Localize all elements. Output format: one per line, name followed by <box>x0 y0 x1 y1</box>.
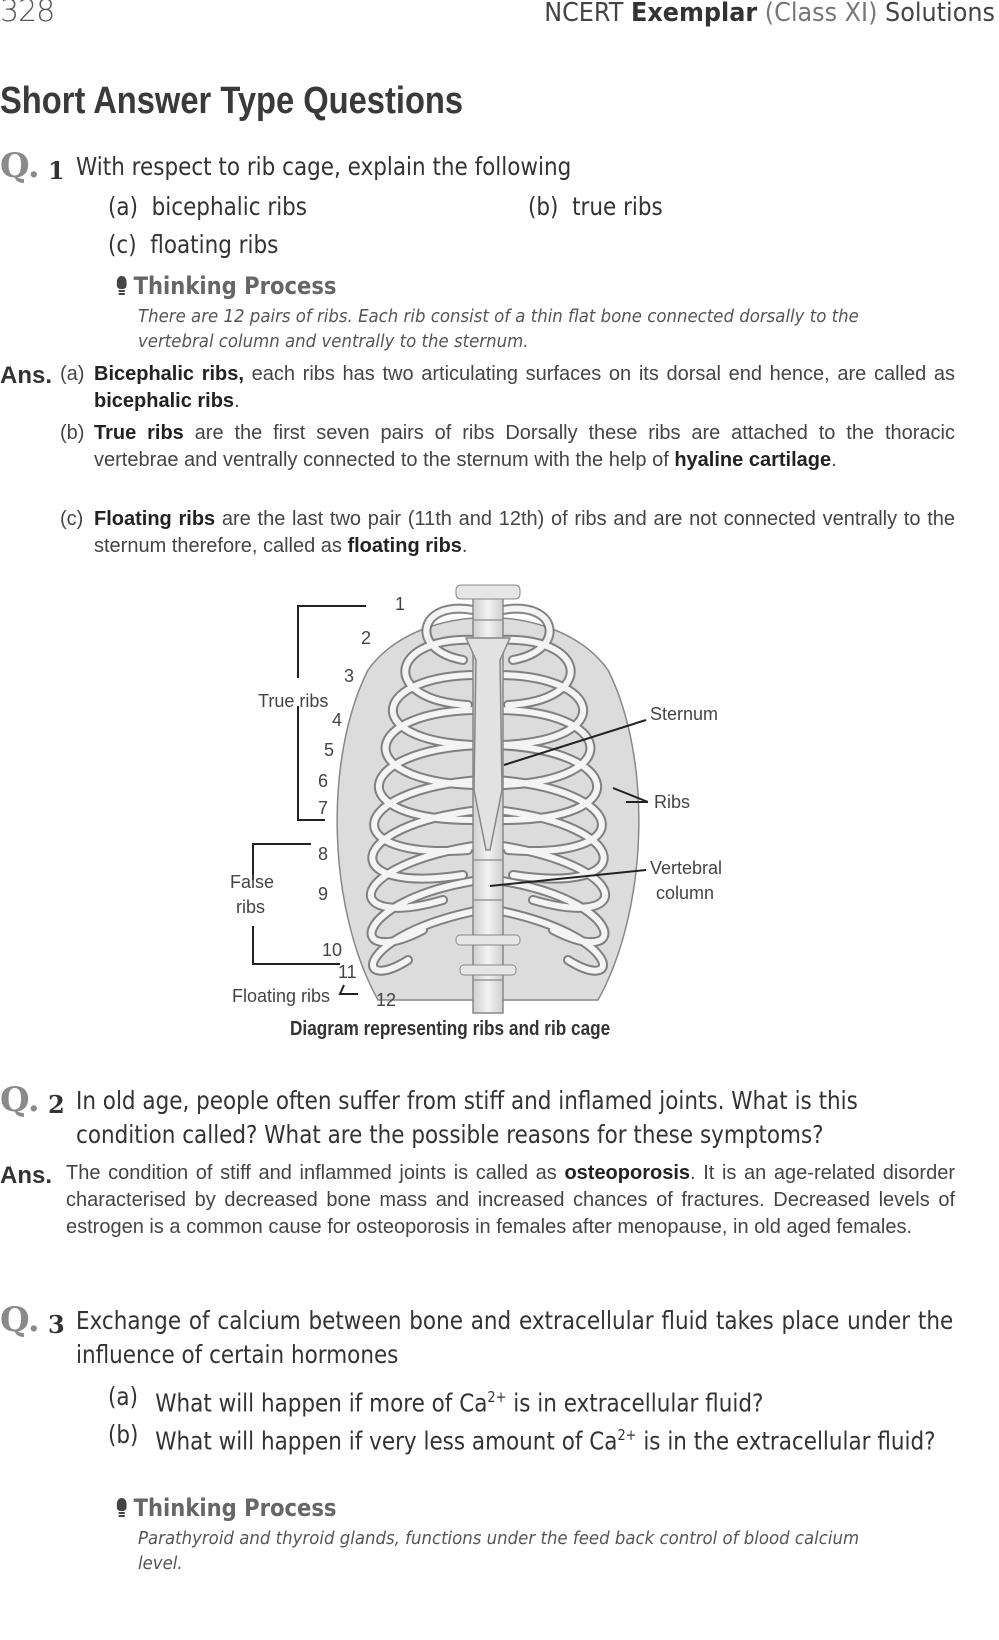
answer-end: . <box>461 535 468 557</box>
rib-number-11: 11 <box>338 962 357 982</box>
question-part-b: (b) true ribs <box>528 192 663 221</box>
question-part-c: (c) floating ribs <box>108 230 278 259</box>
rib-number-9: 9 <box>318 884 329 904</box>
part-label: (b) <box>528 192 559 221</box>
answer-bold-term: hyaline cartilage <box>674 449 832 471</box>
rib-number-4: 4 <box>332 710 343 730</box>
question-text-line1: In old age, people often suffer from sti… <box>76 1086 858 1115</box>
question-part-a: (a) What will happen if more of Ca2+ is … <box>108 1380 956 1420</box>
false-ribs-label-line2: ribs <box>236 897 266 917</box>
part-text: floating ribs <box>150 230 279 259</box>
question-part-a: (a) bicephalic ribs <box>108 192 307 221</box>
question-marker: Q. <box>0 1300 40 1340</box>
part-label: (a) <box>108 1382 138 1411</box>
answer-text: . It is an age-related disorder characte… <box>66 1162 955 1238</box>
question-text: With respect to rib cage, explain the fo… <box>76 152 572 181</box>
part-label: (c) <box>108 230 137 259</box>
answer-text: are the last two pair (11th and 12th) of… <box>94 508 956 557</box>
question-marker: Q. <box>0 1080 40 1120</box>
part-label: (a) <box>108 192 138 221</box>
lightbulb-icon <box>116 1498 127 1518</box>
question-number: 1 <box>48 156 65 185</box>
rib-number-10: 10 <box>322 940 343 960</box>
question-number: 2 <box>48 1090 65 1119</box>
answer-label: Ans. <box>0 1162 53 1189</box>
answer-item-a: (a) Bicephalic ribs, each ribs has two a… <box>60 361 955 415</box>
book-suffix: Solutions <box>885 0 995 28</box>
rib-number-7: 7 <box>318 798 329 818</box>
part-label: (b) <box>108 1420 139 1449</box>
book-title: Exemplar <box>631 0 758 28</box>
page-number: 328 <box>0 0 55 29</box>
thinking-process-heading: Thinking Process <box>116 272 337 300</box>
answer-bold-term: floating ribs <box>347 535 462 557</box>
answer-end: . <box>831 449 837 471</box>
floating-ribs-label: Floating ribs <box>232 986 331 1006</box>
figure-caption: Diagram representing ribs and rib cage <box>290 1018 611 1040</box>
answer-item-c: (c) Floating ribs are the last two pair … <box>60 506 955 560</box>
answer-item-label: (b) <box>60 422 85 444</box>
question-text-wrapper: Exchange of calcium between bone and ext… <box>76 1304 953 1372</box>
answer-term: Floating ribs <box>94 508 216 530</box>
question-number: 3 <box>48 1310 65 1339</box>
answer-term: Bicephalic ribs, <box>94 363 244 385</box>
question-text: Exchange of calcium between bone and ext… <box>76 1306 954 1369</box>
rib-number-12: 12 <box>376 990 397 1010</box>
part-text: is in extracellular fluid? <box>506 1388 764 1418</box>
question-3: Q. <box>0 1300 40 1340</box>
rib-number-8: 8 <box>318 844 329 864</box>
book-prefix: NCERT <box>544 0 624 28</box>
rib-number-5: 5 <box>324 740 335 760</box>
question-2: Q. <box>0 1080 40 1120</box>
answer-term: True ribs <box>94 422 184 444</box>
answer-body: The condition of stiff and inflammed joi… <box>66 1160 955 1241</box>
running-header: NCERT Exemplar (Class XI) Solutions <box>544 0 995 28</box>
vertebral-column-label-line2: column <box>656 883 715 903</box>
vertebral-column-label-line1: Vertebral <box>650 858 723 878</box>
question-part-b: (b) What will happen if very less amount… <box>108 1418 956 1458</box>
book-class: (Class XI) <box>764 0 878 28</box>
answer-item-label: (c) <box>60 508 84 530</box>
rib-number-3: 3 <box>344 666 355 686</box>
part-text: What will happen if more of Ca <box>155 1388 488 1418</box>
answer-item-label: (a) <box>60 363 85 385</box>
answer-text: are the first seven pairs of ribs Dorsal… <box>94 422 955 471</box>
answer-bold-term: bicephalic ribs <box>94 390 235 412</box>
part-text: What will happen if very less amount of … <box>155 1426 618 1456</box>
thinking-process-body: There are 12 pairs of ribs. Each rib con… <box>138 306 859 352</box>
true-ribs-label: True ribs <box>258 691 329 711</box>
thinking-process-body: Parathyroid and thyroid glands, function… <box>138 1528 860 1574</box>
rib-cage-illustration <box>252 584 649 1014</box>
false-ribs-label-line1: False <box>230 872 275 892</box>
part-text: is in the extracellular fluid? <box>636 1426 936 1456</box>
superscript-charge: 2+ <box>487 1388 507 1406</box>
answer-end: . <box>234 390 240 412</box>
answer-item-b: (b) True ribs are the first seven pairs … <box>60 420 955 474</box>
answer-bold-term: osteoporosis <box>564 1162 691 1184</box>
lightbulb-icon <box>116 276 127 296</box>
answer-label: Ans. <box>0 362 53 389</box>
thinking-process-title: Thinking Process <box>133 272 337 300</box>
answer-text: The condition of stiff and inflammed joi… <box>66 1162 565 1184</box>
rib-number-6: 6 <box>318 771 329 791</box>
question-1: Q. <box>0 146 40 186</box>
question-text-line2: condition called? What are the possible … <box>76 1120 824 1149</box>
section-title: Short Answer Type Questions <box>0 80 464 122</box>
rib-number-1: 1 <box>395 594 406 614</box>
rib-number-2: 2 <box>361 628 372 648</box>
thinking-process-title: Thinking Process <box>133 1494 337 1522</box>
question-marker: Q. <box>0 146 40 186</box>
superscript-charge: 2+ <box>617 1426 637 1444</box>
ribs-label: Ribs <box>654 792 691 812</box>
rib-cage-figure: 1 2 3 4 5 6 7 8 9 10 11 12 True ribs Fal… <box>228 580 748 1020</box>
thinking-process-heading: Thinking Process <box>116 1494 337 1522</box>
part-text: bicephalic ribs <box>151 192 308 221</box>
sternum-label: Sternum <box>650 704 719 724</box>
answer-text: each ribs has two articulating surfaces … <box>243 363 955 385</box>
part-text: true ribs <box>572 192 663 221</box>
